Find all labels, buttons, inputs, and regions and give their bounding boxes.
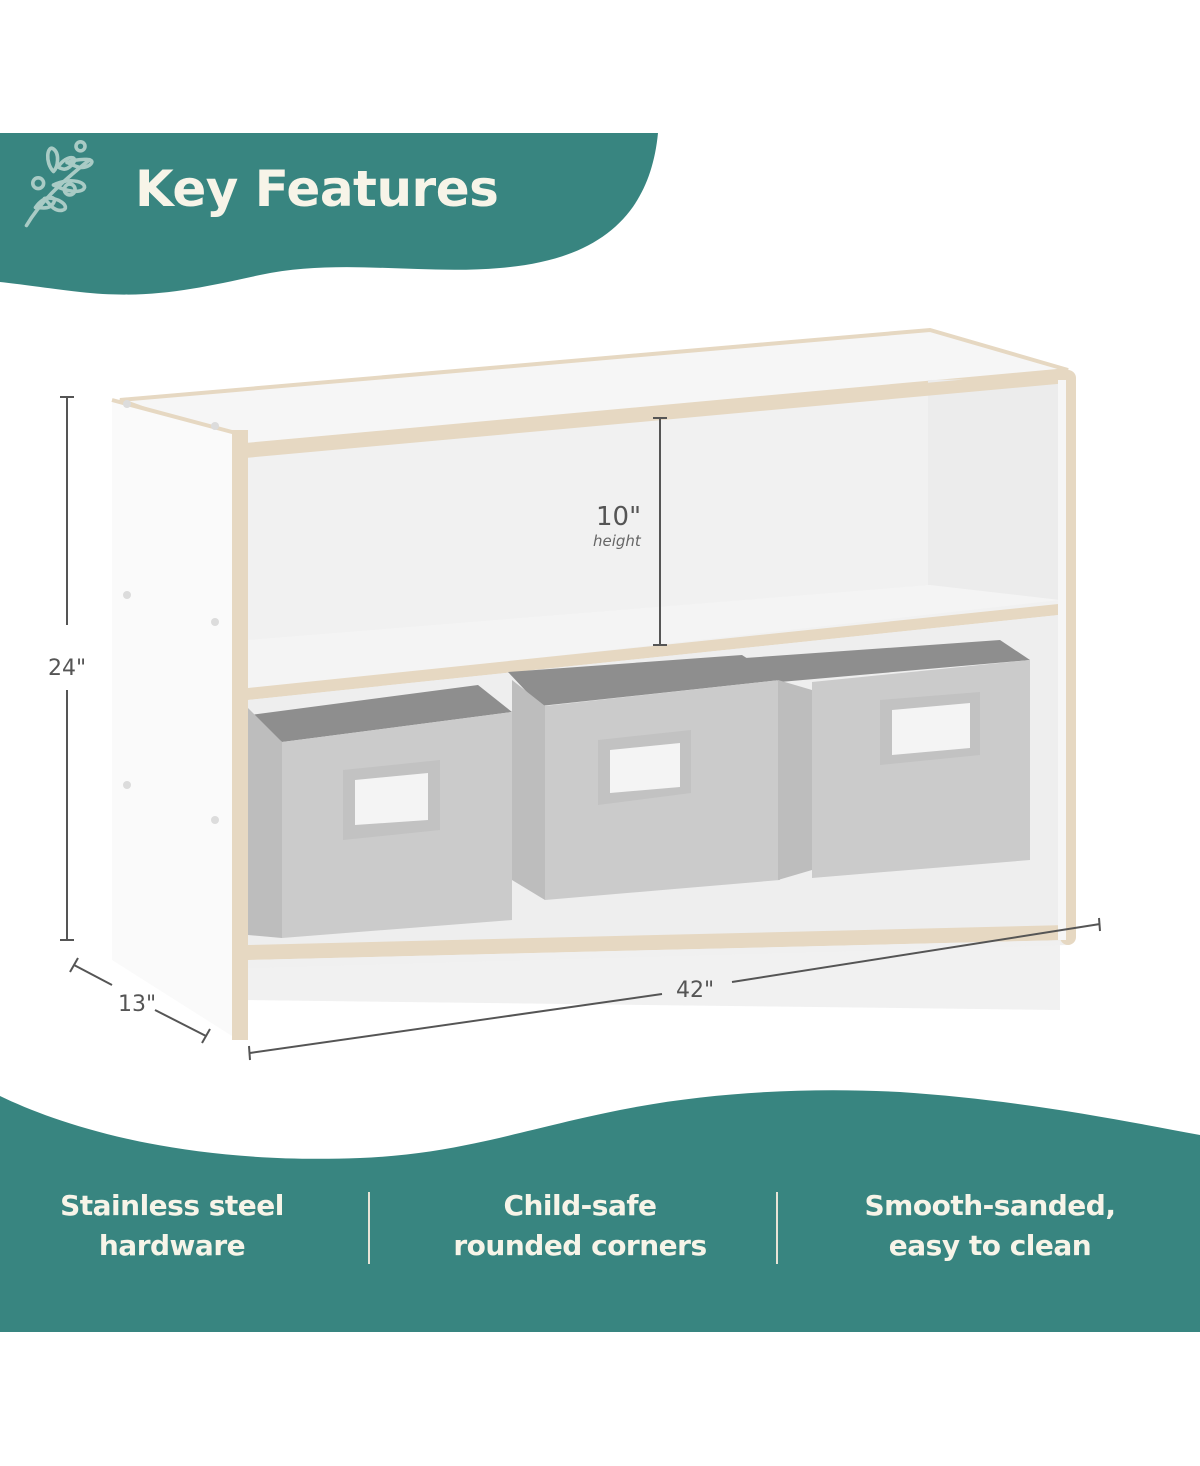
depth-dimension-label: 13" <box>118 992 157 1017</box>
feature-stainless-steel: Stainless steel hardware <box>12 1186 332 1266</box>
sprig-icon <box>24 140 94 228</box>
features-banner <box>0 1090 1200 1332</box>
height-dimension-label: 24" <box>48 656 87 681</box>
feature-line: easy to clean <box>888 1229 1092 1262</box>
page-title: Key Features <box>135 160 499 218</box>
storage-bin-2 <box>508 655 780 900</box>
dimension-lines <box>60 396 1101 1061</box>
feature-line: Stainless steel <box>60 1189 284 1222</box>
feature-line: rounded corners <box>453 1229 707 1262</box>
product-shelf-image <box>111 327 1076 1040</box>
storage-bin-1 <box>248 685 512 938</box>
feature-line: Child-safe <box>503 1189 657 1222</box>
storage-bin-3 <box>745 640 1030 880</box>
header-banner <box>0 133 658 295</box>
feature-line: Smooth-sanded, <box>864 1189 1116 1222</box>
feature-line: hardware <box>98 1229 246 1262</box>
feature-rounded-corners: Child-safe rounded corners <box>420 1186 740 1266</box>
shelf-height-label: 10" <box>596 502 642 532</box>
feature-divider <box>776 1192 778 1264</box>
feature-divider <box>368 1192 370 1264</box>
width-dimension-label: 42" <box>676 978 715 1003</box>
feature-smooth-sanded: Smooth-sanded, easy to clean <box>830 1186 1150 1266</box>
shelf-height-caption: height <box>593 532 641 550</box>
